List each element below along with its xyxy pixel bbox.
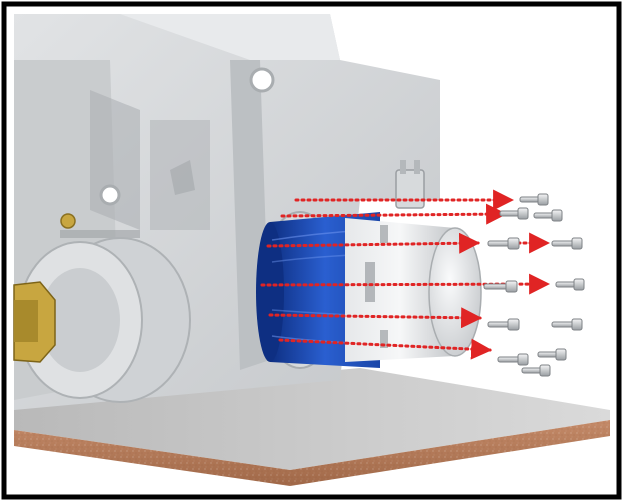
brass-hex-hub: [13, 281, 56, 363]
mounting-hole: [249, 67, 275, 93]
cap-screw: [497, 353, 529, 366]
insertion-arrow: [260, 273, 551, 295]
cap-screw: [555, 278, 585, 291]
drive-wheel: [17, 237, 191, 403]
cap-screw: [551, 237, 583, 250]
insertion-arrow: [280, 203, 508, 225]
mounting-hole: [99, 184, 121, 206]
cap-screws: [483, 193, 585, 377]
cap-screw: [519, 193, 549, 206]
brass-bolt: [60, 213, 76, 229]
assembly-arrows: [260, 189, 551, 360]
cap-screw: [533, 209, 563, 222]
insertion-arrow: [266, 232, 481, 254]
aluminum-end-cap: [345, 218, 482, 362]
insertion-arrow: [268, 307, 483, 329]
insertion-arrow: [278, 338, 493, 360]
cap-screw: [521, 364, 551, 377]
cap-screw: [551, 318, 583, 331]
cap-screw: [483, 280, 518, 293]
cap-screw: [537, 348, 567, 361]
cap-screw: [487, 318, 520, 331]
cap-screw: [487, 237, 520, 250]
cap-screw: [499, 207, 529, 220]
